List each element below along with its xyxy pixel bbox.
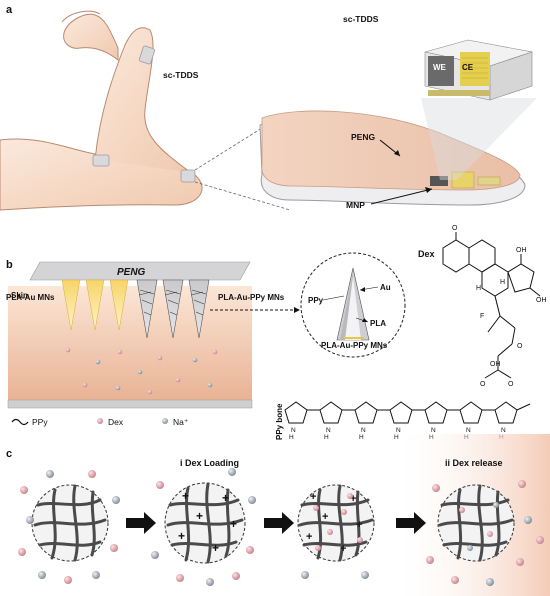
svg-text:N: N — [326, 427, 331, 434]
dex-structure — [442, 232, 541, 379]
panel-b: b Skin PENG PLA-Au MNs PLA-Au-PPy MNs — [6, 225, 547, 441]
network-state-1 — [31, 484, 109, 562]
svg-text:H: H — [289, 434, 294, 441]
legend: PPy Dex Na⁺ — [11, 417, 189, 427]
peng-bar-label: PENG — [117, 267, 146, 278]
patch-title: sc-TDDS — [343, 14, 379, 24]
network-state-3: + + + + + + — [297, 484, 375, 562]
pla-au-mn-array — [61, 279, 129, 331]
legend-na-swatch — [162, 418, 168, 424]
zoom-ppy-label: PPy — [308, 296, 324, 305]
svg-text:OH: OH — [490, 361, 501, 368]
ppy-bone-structure — [284, 401, 531, 424]
svg-text:+: + — [310, 491, 316, 503]
svg-text:N: N — [361, 427, 366, 434]
zoom-line-bottom — [194, 181, 291, 211]
skin-layer — [8, 286, 252, 406]
svg-text:+: + — [322, 511, 328, 523]
step-i-label: i Dex Loading — [180, 458, 239, 468]
legend-ppy-swatch — [11, 418, 29, 426]
arm-patch-elbow — [92, 154, 110, 167]
ce-electrode — [460, 52, 490, 86]
svg-text:O: O — [480, 381, 486, 388]
loaded-dex — [313, 493, 363, 551]
svg-text:OH: OH — [516, 247, 527, 254]
svg-text:+: + — [306, 531, 312, 543]
ppy-bone-label: PPy bone — [275, 403, 284, 440]
svg-text:+: + — [222, 491, 229, 505]
arm-patch-upper — [138, 45, 156, 65]
dex-label: Dex — [418, 249, 435, 259]
process-arrows — [126, 512, 426, 534]
svg-text:O: O — [508, 381, 514, 388]
patch-device — [259, 110, 526, 206]
svg-text:N: N — [501, 427, 506, 434]
peng-label: PENG — [351, 132, 375, 142]
pla-au-label: PLA-Au MNs — [6, 293, 55, 302]
mnp-arrow — [370, 188, 433, 205]
svg-text:N: N — [291, 427, 296, 434]
svg-text:+: + — [178, 529, 185, 543]
svg-text:H: H — [500, 279, 505, 286]
svg-text:+: + — [230, 517, 237, 531]
zoom-caption: PLA-Au-PPy MNs — [321, 341, 388, 350]
peng-bar — [29, 261, 251, 281]
legend-na-label: Na⁺ — [173, 417, 189, 427]
we-electrode — [428, 56, 454, 86]
skin-base — [7, 399, 253, 409]
arm-device-label: sc-TDDS — [163, 70, 199, 80]
legend-dex-swatch — [97, 418, 103, 424]
svg-text:N: N — [431, 427, 436, 434]
electrode-inset — [424, 39, 534, 101]
svg-text:+: + — [350, 493, 356, 505]
svg-text:N: N — [466, 427, 471, 434]
panel-c-letter: c — [6, 448, 12, 460]
svg-text:H: H — [476, 285, 481, 292]
step-ii-label: ii Dex release — [445, 458, 503, 468]
mnp-label: MNP — [346, 200, 365, 210]
svg-text:O: O — [517, 343, 523, 350]
pla-au-ppy-label: PLA-Au-PPy MNs — [218, 293, 285, 302]
patch-ce-pad — [451, 171, 475, 189]
zoom-circle — [300, 252, 406, 358]
pla-au-ppy-mn-array — [136, 279, 210, 339]
arm-patch-forearm — [180, 169, 196, 183]
legend-dex-label: Dex — [108, 417, 124, 427]
network-state-4 — [437, 484, 515, 562]
skin-label: Skin — [11, 291, 28, 300]
svg-text:+: + — [196, 509, 203, 523]
projection-cone — [421, 98, 537, 180]
panel-b-letter: b — [6, 259, 13, 271]
svg-text:F: F — [480, 313, 484, 320]
network-state-2: +++ +++ — [164, 482, 246, 564]
skin-particles — [65, 347, 218, 395]
zoom-pla-label: PLA — [370, 319, 386, 328]
legend-ppy-label: PPy — [32, 417, 48, 427]
svg-text:+: + — [340, 543, 346, 555]
panel-a-letter: a — [6, 4, 13, 16]
panel-c: c i Dex Loading ii Dex release +++ +++ — [6, 434, 550, 596]
svg-text:OH: OH — [536, 297, 547, 304]
svg-text:H: H — [359, 434, 364, 441]
svg-text:+: + — [212, 541, 219, 555]
svg-text:O: O — [452, 225, 458, 232]
panel-a: a sc-TDDS sc-TDDS — [0, 4, 537, 211]
arm-illustration — [0, 10, 203, 211]
surrounding-ions — [18, 468, 544, 586]
we-label: WE — [433, 63, 447, 72]
svg-text:N: N — [396, 427, 401, 434]
svg-text:+: + — [182, 489, 189, 503]
dex-atom-labels: O OH OH H H F OH O O O — [452, 225, 547, 388]
patch-we-pad — [430, 176, 448, 186]
svg-text:+: + — [356, 519, 362, 531]
zoom-au-label: Au — [380, 283, 391, 292]
zoom-line-top — [194, 127, 263, 171]
ce-label: CE — [462, 63, 474, 72]
svg-text:H: H — [324, 434, 329, 441]
